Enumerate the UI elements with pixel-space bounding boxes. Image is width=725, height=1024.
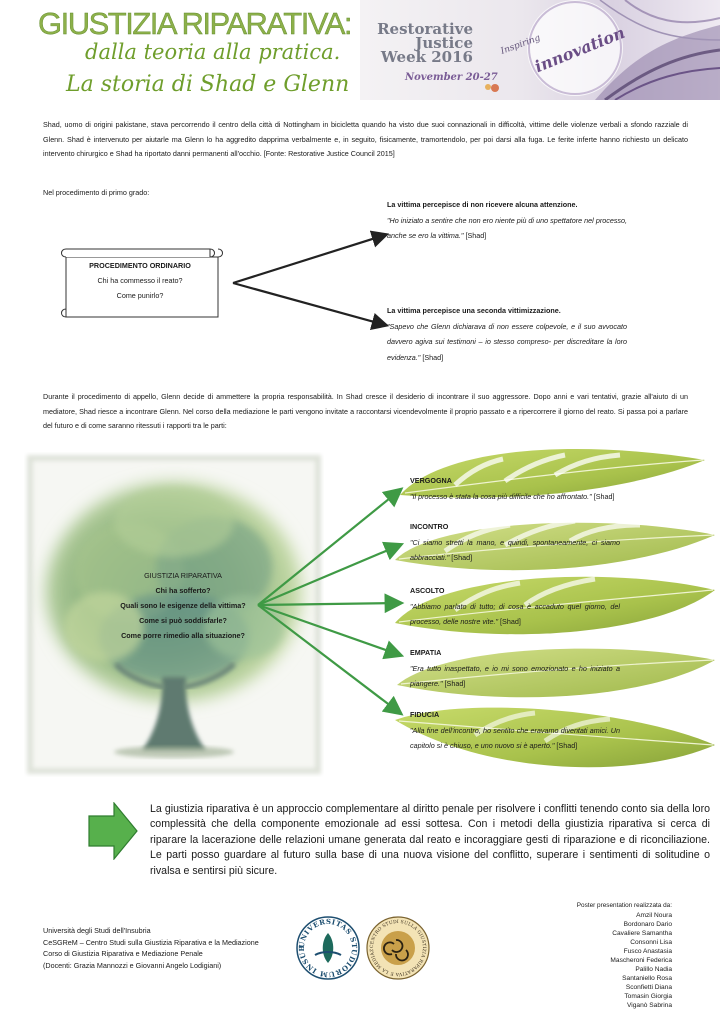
arrow-to-ascolto <box>257 593 405 614</box>
procedimento-box: PROCEDIMENTO ORDINARIO Chi ha commesso i… <box>68 258 212 303</box>
leaf-empatia <box>397 648 715 698</box>
leaf-vergogna <box>400 449 705 498</box>
procedimento-q2: Come punirlo? <box>116 291 164 300</box>
leaf-source: [Shad] <box>591 491 615 501</box>
primo-grado-label: Nel procedimento di primo grado: <box>43 188 150 197</box>
appello-paragraph: Durante il procedimento di appello, Glen… <box>43 392 688 431</box>
leaf-label: EMPATIA <box>410 648 442 657</box>
university-line-1: Università degli Studi dell'Insubria <box>43 926 151 935</box>
leaf-label: INCONTRO <box>410 522 449 531</box>
intro-paragraph: Shad, uomo di origini pakistane, stava p… <box>43 120 688 159</box>
arrow-to-vittima-2 <box>232 281 390 330</box>
university-line-3: Corso di Giustizia Riparativa e Mediazio… <box>43 949 203 959</box>
leaves-graphic <box>395 449 715 768</box>
credit-name: Amzil Noura <box>636 912 672 919</box>
leaf-label: ASCOLTO <box>410 586 445 595</box>
credit-name: Mascheroni Federica <box>610 956 672 964</box>
leaf-text-empatia: EMPATIA "Era tutto inaspettato, e io mi … <box>410 645 620 692</box>
leaf-quote: "Il processo è stata la cosa più diffici… <box>410 491 592 501</box>
credit-name: Consonni Lisa <box>630 938 672 946</box>
credit-name: Cavaliere Samantha <box>612 929 672 937</box>
leaf-ascolto <box>395 576 715 635</box>
arrow-to-incontro <box>257 541 405 607</box>
leaf-text-incontro: INCONTRO "Ci siamo stretti la mano, e qu… <box>410 519 620 566</box>
rj-week-logo: Restorative Justice Week 2016 <box>375 20 473 66</box>
credit-name: Sconfietti Diana <box>625 983 672 991</box>
credits-list: Amzil Noura Bordonaro Dario Cavaliere Sa… <box>540 912 672 1010</box>
banner-swirl-graphic <box>485 0 720 100</box>
giustizia-arrows <box>257 487 405 716</box>
giustizia-q1: Chi ha sofferto? <box>155 586 211 595</box>
insubria-seal-logo: UNIVERSITAS STUDIORUM INSUBRIAE <box>295 915 360 980</box>
tree-image <box>27 455 321 774</box>
vittima-2-block: La vittima percepisce una seconda vittim… <box>387 303 627 365</box>
vittima-1-quote: "Ho iniziato a sentire che non ero nient… <box>387 215 627 241</box>
leaf-quote: "Era tutto inaspettato, e io mi sono emo… <box>410 663 620 689</box>
leaf-source: [Shad] <box>554 741 578 751</box>
vittima-2-quote: "Sapevo che Glenn dichiarava di non esse… <box>387 321 627 362</box>
arrow-to-vittima-1 <box>232 230 390 285</box>
credits-title: Poster presentation realizzata da: <box>576 902 672 909</box>
credit-name: Santaniello Rosa <box>622 974 672 982</box>
university-info: Università degli Studi dell'Insubria CeS… <box>43 925 259 971</box>
rj-line-1: Restorative <box>377 20 473 38</box>
leaf-source: [Shad] <box>498 617 521 627</box>
credit-name: Fusco Anastasia <box>623 947 672 955</box>
credit-name: Tomasin Giorgia <box>624 992 672 1000</box>
leaf-quote: "Ci siamo stretti la mano, e quindi, spo… <box>410 537 620 563</box>
leaf-text-ascolto: ASCOLTO "Abbiamo parlato di tutto; di co… <box>410 583 620 630</box>
title-line-3: La storia di Shad e Glenn <box>66 72 350 97</box>
leaf-label: VERGOGNA <box>410 476 452 485</box>
giustizia-q3: Come si può soddisfarle? <box>139 616 227 625</box>
leaf-source: [Shad] <box>449 553 473 563</box>
arrow-to-fiducia <box>257 604 404 716</box>
leaf-quote: "Abbiamo parlato di tutto; di cosa è acc… <box>410 601 620 627</box>
summary-paragraph: La giustizia riparativa è un approccio c… <box>150 803 710 877</box>
cesgrem-seal-logo: CENTRO STUDI SULLA GIUSTIZIA RIPARATIVA … <box>365 915 430 980</box>
giustizia-title: GIUSTIZIA RIPARATIVA <box>144 571 222 580</box>
arrow-to-vergogna <box>257 487 404 606</box>
university-line-2: CeSGReM – Centro Studi sulla Giustizia R… <box>43 937 259 947</box>
vittima-1-source: [Shad] <box>463 231 487 241</box>
event-dates: November 20-27 <box>405 72 498 83</box>
university-line-4: (Docenti: Grazia Mannozzi e Giovanni Ang… <box>43 960 222 970</box>
procedimento-title: PROCEDIMENTO ORDINARIO <box>89 261 191 270</box>
arrow-to-empatia <box>257 603 405 660</box>
leaf-source: [Shad] <box>442 679 466 689</box>
rj-line-3: Week 2016 <box>380 48 473 66</box>
giustizia-q2: Quali sono le esigenze della vittima? <box>120 601 246 610</box>
scroll-shape <box>61 248 223 318</box>
leaf-label: FIDUCIA <box>410 710 440 719</box>
leaf-fiducia <box>395 707 715 768</box>
credit-name: Viganò Sabrina <box>627 1001 672 1009</box>
credit-name: Palillo Nadia <box>635 965 672 973</box>
rj-week-banner: Restorative Justice Week 2016 November 2… <box>360 0 720 100</box>
vittima-2-heading: La vittima percepisce una seconda vittim… <box>387 306 561 315</box>
title-line-1: GIUSTIZIA RIPARATIVA: <box>38 6 353 41</box>
credit-name: Bordonaro Dario <box>623 920 672 928</box>
giustizia-q4: Come porre rimedio alla situazione? <box>121 631 245 640</box>
vittima-1-heading: La vittima percepisce di non ricevere al… <box>387 200 578 209</box>
summary-arrow-icon <box>88 802 138 860</box>
vittima-1-block: La vittima percepisce di non ricevere al… <box>387 197 627 244</box>
procedimento-arrows <box>232 230 390 330</box>
leaf-text-vergogna: VERGOGNA "Il processo è stata la cosa pi… <box>410 473 620 504</box>
rj-line-2: Justice <box>415 34 473 52</box>
leaf-quote: "Alla fine dell'incontro, ho sentito che… <box>410 725 620 751</box>
leaf-text-fiducia: FIDUCIA "Alla fine dell'incontro, ho sen… <box>410 707 620 754</box>
giustizia-box: GIUSTIZIA RIPARATIVA Chi ha sofferto? Qu… <box>108 568 258 643</box>
title-line-2: dalla teoria alla pratica. <box>85 40 341 64</box>
leaf-incontro <box>395 518 715 571</box>
procedimento-q1: Chi ha commesso il reato? <box>97 276 183 285</box>
vittima-2-source: [Shad] <box>420 352 444 362</box>
